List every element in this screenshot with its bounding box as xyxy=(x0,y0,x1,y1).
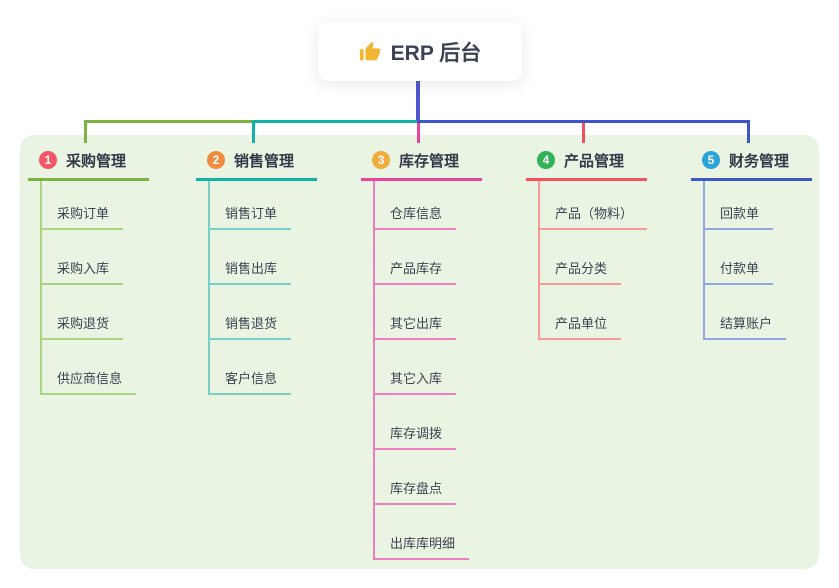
branch-node[interactable]: 4 产品管理 xyxy=(526,142,647,181)
child-node[interactable]: 仓库信息 xyxy=(373,200,457,230)
child-node[interactable]: 销售出库 xyxy=(208,255,292,285)
child-node[interactable]: 产品（物料） xyxy=(538,200,648,230)
branch-number-badge: 1 xyxy=(39,151,57,169)
branch-drop xyxy=(252,120,255,143)
child-node[interactable]: 结算账户 xyxy=(703,310,787,340)
branch-number-badge: 4 xyxy=(537,151,555,169)
child-node[interactable]: 采购订单 xyxy=(40,200,124,230)
child-node[interactable]: 其它出库 xyxy=(373,310,457,340)
bus-segment-1 xyxy=(84,120,255,123)
branch-label: 财务管理 xyxy=(729,152,790,170)
root-label: ERP 后台 xyxy=(390,41,482,65)
bus-segment-2 xyxy=(252,120,420,123)
child-node[interactable]: 产品分类 xyxy=(538,255,622,285)
child-node[interactable]: 付款单 xyxy=(703,255,774,285)
child-node[interactable]: 供应商信息 xyxy=(40,365,137,395)
branch-drop xyxy=(747,120,750,143)
branch-number-badge: 3 xyxy=(372,151,390,169)
child-node[interactable]: 其它入库 xyxy=(373,365,457,395)
branch-spine xyxy=(208,181,210,395)
branch-drop xyxy=(417,123,420,143)
branch-node[interactable]: 2 销售管理 xyxy=(196,142,317,181)
child-node[interactable]: 产品单位 xyxy=(538,310,622,340)
branch-number-badge: 2 xyxy=(207,151,225,169)
branch-node[interactable]: 3 库存管理 xyxy=(361,142,482,181)
child-node[interactable]: 库存盘点 xyxy=(373,475,457,505)
bus-segment-3 xyxy=(417,120,750,123)
child-node[interactable]: 客户信息 xyxy=(208,365,292,395)
branch-spine xyxy=(703,181,705,340)
child-node[interactable]: 库存调拨 xyxy=(373,420,457,450)
root-node[interactable]: ERP 后台 xyxy=(318,22,522,81)
child-node[interactable]: 采购退货 xyxy=(40,310,124,340)
child-node[interactable]: 产品库存 xyxy=(373,255,457,285)
child-node[interactable]: 回款单 xyxy=(703,200,774,230)
branch-node[interactable]: 1 采购管理 xyxy=(28,142,149,181)
branch-node[interactable]: 5 财务管理 xyxy=(691,142,812,181)
branch-label: 采购管理 xyxy=(66,152,127,170)
background-panel xyxy=(20,135,819,569)
branch-drop xyxy=(84,120,87,143)
branch-spine xyxy=(373,181,375,560)
child-node[interactable]: 销售退货 xyxy=(208,310,292,340)
thumbs-up-icon xyxy=(359,41,381,63)
branch-drop xyxy=(582,123,585,143)
branch-label: 库存管理 xyxy=(399,152,460,170)
root-stem xyxy=(416,81,420,122)
child-node[interactable]: 销售订单 xyxy=(208,200,292,230)
child-node[interactable]: 采购入库 xyxy=(40,255,124,285)
branch-number-badge: 5 xyxy=(702,151,720,169)
child-node[interactable]: 出库库明细 xyxy=(373,530,470,560)
branch-label: 产品管理 xyxy=(564,152,625,170)
branch-label: 销售管理 xyxy=(234,152,295,170)
branch-spine xyxy=(40,181,42,395)
branch-spine xyxy=(538,181,540,340)
